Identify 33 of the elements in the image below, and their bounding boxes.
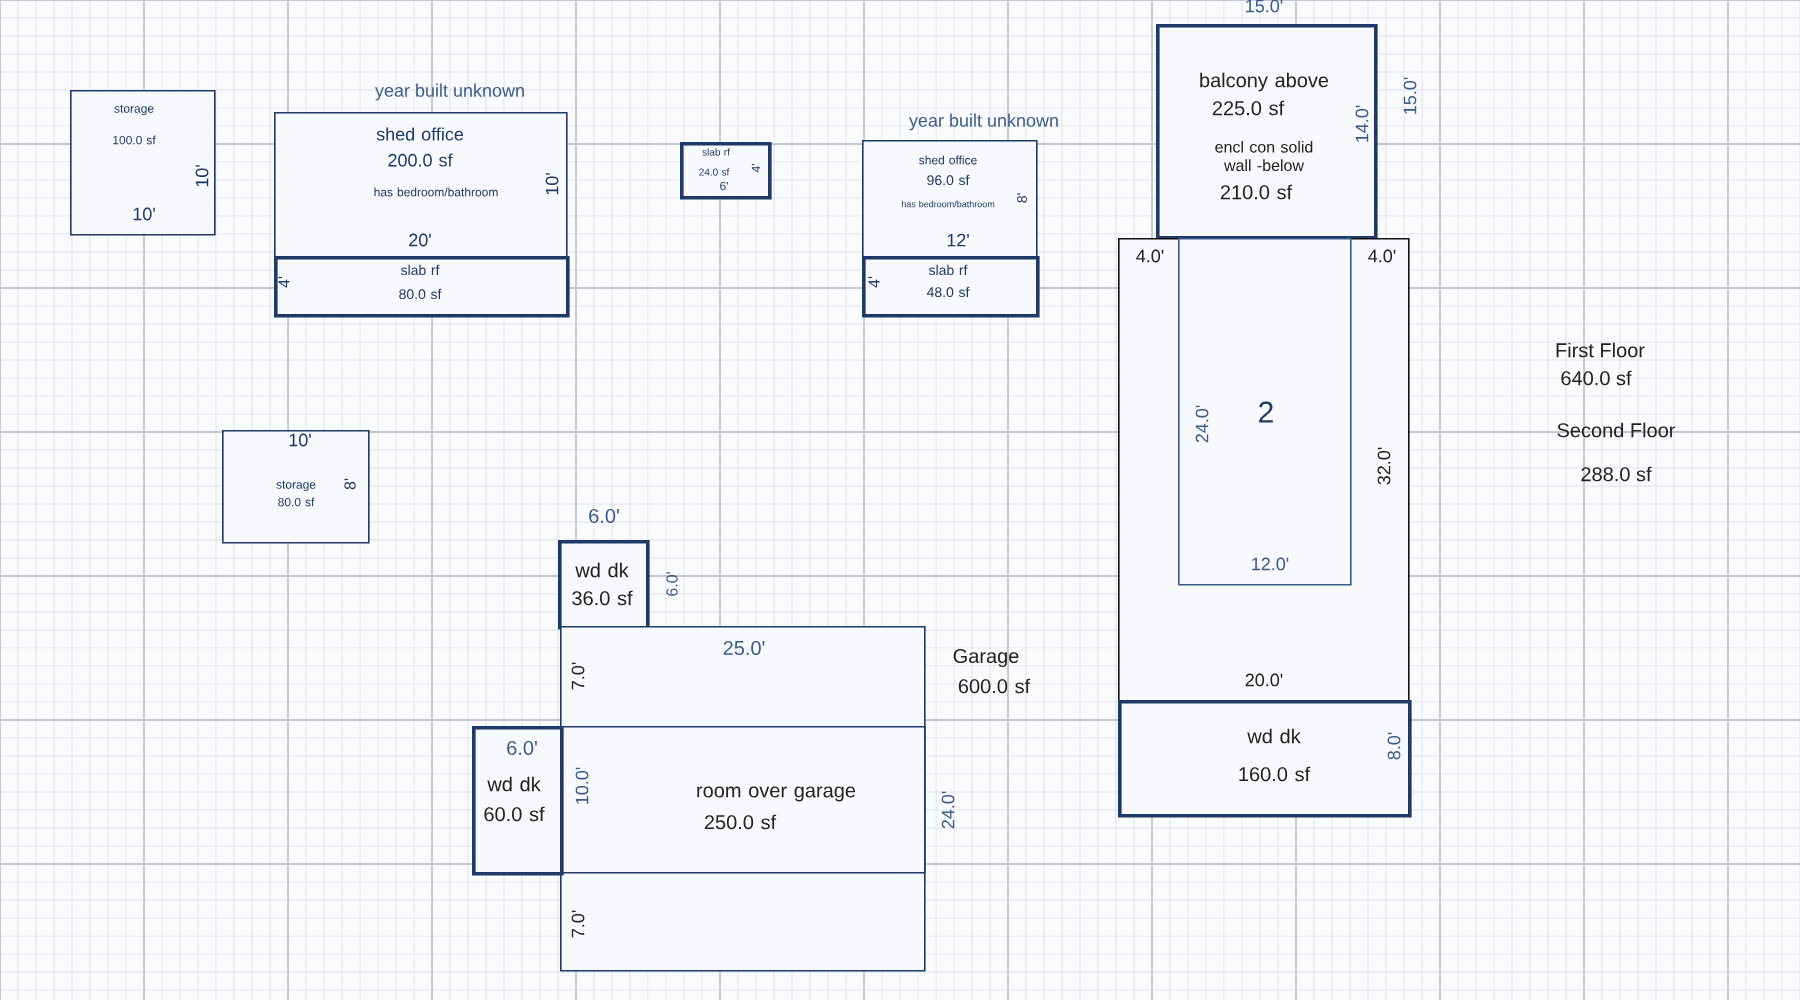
dimension-label: 4' — [278, 276, 290, 288]
node-label: 600.0 sf — [958, 678, 1031, 694]
dimension-label: 4.0' — [1368, 249, 1396, 263]
dimension-label: 24.0' — [1195, 405, 1209, 443]
dimension-label: 4.0' — [1136, 249, 1164, 263]
note-text: year built unknown — [375, 83, 524, 101]
dimension-label: 12.0' — [1252, 557, 1289, 571]
dimension-label: 10' — [545, 173, 559, 195]
dimension-label: 25.0' — [723, 640, 765, 656]
dimension-label: 20' — [409, 233, 431, 247]
dimension-label: 14.0' — [1355, 105, 1369, 142]
dimension-label: 8' — [344, 478, 356, 490]
dimension-label: 10' — [133, 207, 155, 221]
dimension-label: 32.0' — [1377, 447, 1391, 485]
dimension-label: 10.0' — [575, 767, 589, 804]
dimension-label: 7.0' — [571, 910, 585, 938]
note-text: year built unknown — [909, 113, 1058, 131]
area-label: 640.0 sf — [1561, 370, 1632, 386]
dimension-label: 12' — [947, 233, 969, 247]
dimension-label: 6.0' — [589, 508, 619, 524]
dimension-label: 10' — [289, 433, 311, 447]
area-label: Second Floor — [1557, 422, 1676, 438]
dimension-label: 6.0' — [507, 740, 537, 756]
dimension-label: 7.0' — [571, 662, 585, 690]
dimension-label: 8.0' — [1387, 732, 1401, 760]
dimension-label: 4' — [868, 276, 880, 288]
area-label: First Floor — [1556, 342, 1645, 358]
dimension-label: 6.0' — [666, 572, 678, 596]
area-label: 288.0 sf — [1581, 466, 1652, 482]
room-box: wd dk 36.0 sf — [558, 540, 650, 630]
dimension-label: 10' — [195, 165, 209, 187]
node-label: Garage — [953, 648, 1019, 668]
dimension-label: 15.0' — [1403, 77, 1417, 114]
